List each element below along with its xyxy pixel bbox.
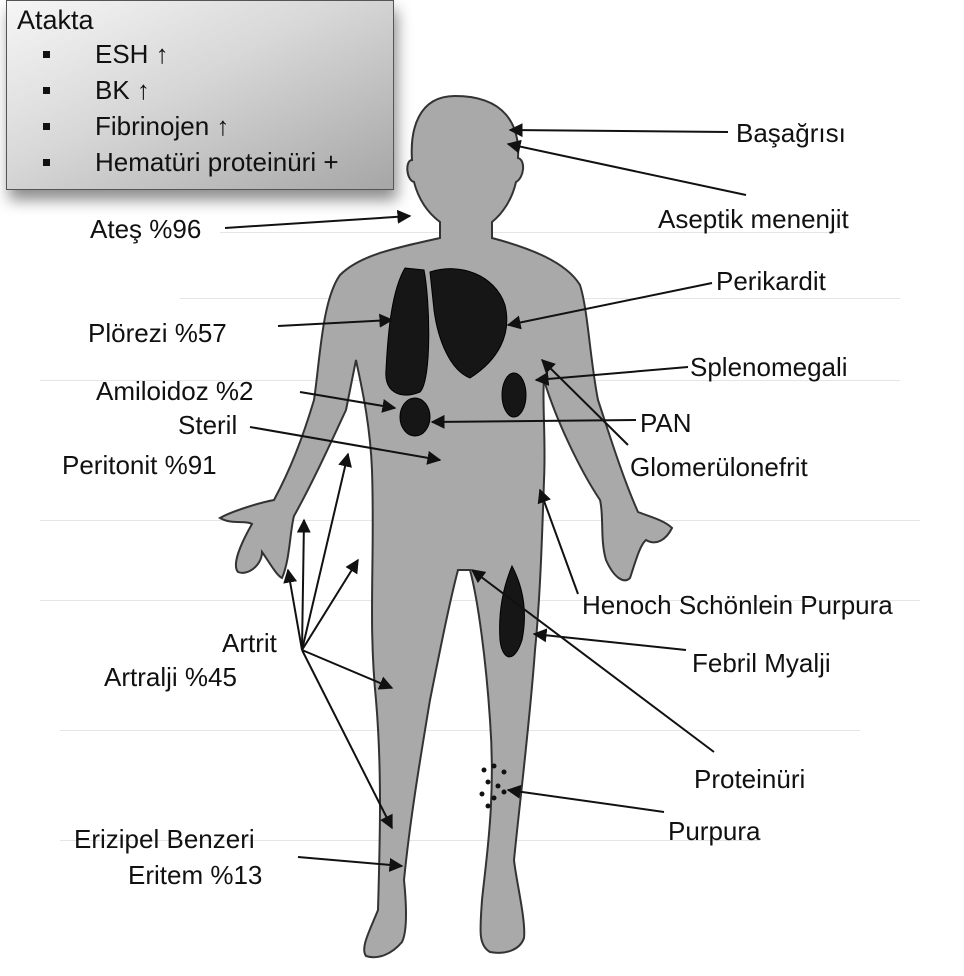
info-box-list: ESH ↑ BK ↑ Fibrinojen ↑ Hematüri protein…	[35, 39, 339, 183]
label-erizipel-benzeri: Erizipel Benzeri	[74, 824, 255, 854]
label-proteinuri: Proteinüri	[694, 764, 805, 794]
list-item-text: Fibrinojen ↑	[95, 111, 229, 141]
label-amiloidoz: Amiloidoz %2	[96, 376, 254, 406]
label-purpura: Purpura	[668, 816, 761, 846]
list-item: Hematüri proteinüri +	[35, 147, 339, 183]
label-glomerulonefrit: Glomerülonefrit	[630, 452, 808, 482]
label-perikardit: Perikardit	[716, 266, 826, 296]
label-basagrisi: Başağrısı	[736, 118, 846, 148]
list-item: Fibrinojen ↑	[35, 111, 339, 147]
list-item-text: BK ↑	[95, 75, 150, 105]
list-item-text: Hematüri proteinüri +	[95, 147, 339, 177]
label-aseptik-menenjit: Aseptik menenjit	[658, 204, 849, 234]
label-febril-myalji: Febril Myalji	[692, 648, 831, 678]
label-splenomegali: Splenomegali	[690, 352, 848, 382]
list-item: ESH ↑	[35, 39, 339, 75]
bullet-icon	[43, 159, 50, 166]
label-plorezi: Plörezi %57	[88, 318, 227, 348]
label-peritonit: Peritonit %91	[62, 450, 217, 480]
list-item: BK ↑	[35, 75, 339, 111]
info-box-title: Atakta	[17, 5, 94, 36]
kidney	[400, 398, 430, 436]
bullet-icon	[43, 51, 50, 58]
human-figure	[220, 96, 672, 957]
list-item-text: ESH ↑	[95, 39, 169, 69]
label-eritem: Eritem %13	[128, 860, 262, 890]
label-steril: Steril	[178, 410, 237, 440]
spleen	[502, 373, 526, 417]
label-henoch-schonlein-purpura: Henoch Schönlein Purpura	[582, 590, 893, 620]
bullet-icon	[43, 87, 50, 94]
label-artralji: Artralji %45	[104, 662, 237, 692]
label-pan: PAN	[640, 408, 692, 438]
info-box: Atakta ESH ↑ BK ↑ Fibrinojen ↑ Hematüri …	[6, 0, 394, 190]
label-artrit: Artrit	[222, 628, 277, 658]
label-ates: Ateş %96	[90, 214, 201, 244]
bullet-icon	[43, 123, 50, 130]
